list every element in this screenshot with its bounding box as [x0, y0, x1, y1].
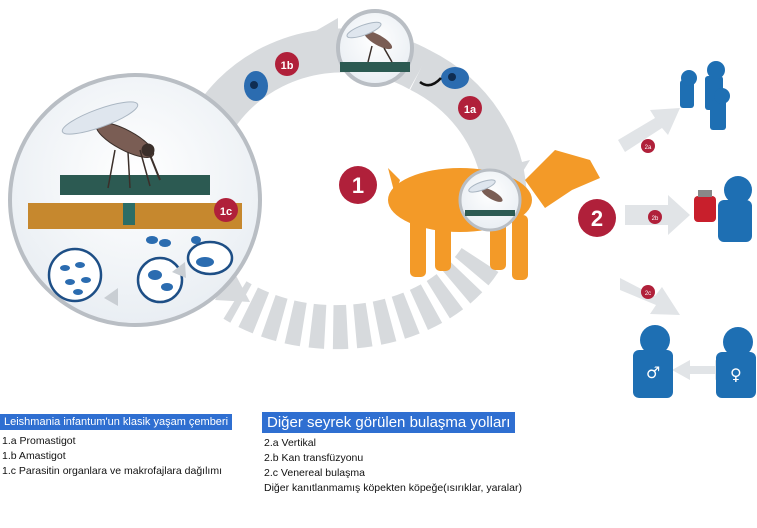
svg-text:♀: ♀: [730, 365, 742, 384]
svg-text:♂: ♂: [646, 363, 660, 382]
blue-dog-transfusion-icon: [718, 176, 752, 242]
other-routes-title: Diğer seyrek görülen bulaşma yolları: [262, 412, 515, 433]
svg-text:2b: 2b: [652, 216, 659, 222]
badge-2: 2: [578, 199, 616, 237]
legend-item-2c: 2.c Venereal bulaşma: [264, 466, 562, 481]
svg-text:1a: 1a: [464, 104, 477, 116]
legend-item-1a: 1.a Promastigot: [2, 434, 258, 449]
svg-text:1: 1: [352, 173, 364, 198]
legend-item-2b: 2.b Kan transfüzyonu: [264, 451, 562, 466]
legend-item-1c: 1.c Parasitin organlara ve makrofajlara …: [2, 464, 258, 479]
badge-1a: 1a: [458, 96, 482, 120]
legend-item-other: Diğer kanıtlanmamış köpekten köpeğe(ısır…: [264, 481, 544, 496]
classic-life-cycle-title: Leishmania infantum'un klasik yaşam çemb…: [0, 414, 232, 430]
blue-dog-male-icon: ♂: [633, 325, 673, 398]
badge-2c: 2c: [641, 285, 655, 299]
blue-dogs-vertical-icon: [680, 61, 730, 130]
blue-dog-female-icon: ♀: [716, 327, 756, 398]
amastigote-icon: [244, 71, 268, 101]
svg-text:2c: 2c: [645, 291, 651, 297]
svg-text:1c: 1c: [220, 206, 232, 218]
svg-text:1b: 1b: [281, 60, 294, 72]
blood-bag-icon: [694, 190, 716, 222]
badge-1: 1: [339, 166, 377, 204]
route-arrows: [618, 108, 733, 380]
badge-1c: 1c: [214, 198, 238, 222]
sandfly-lens-top: [338, 11, 412, 85]
transmission-diagram: ♂ ♀ 1 2 1a 1b 1c 2a 2b 2c: [0, 0, 757, 400]
badge-2a: 2a: [641, 139, 655, 153]
legend-item-2a: 2.a Vertikal: [264, 436, 562, 451]
badge-2b: 2b: [648, 210, 662, 224]
classic-life-cycle-panel: Leishmania infantum'un klasik yaşam çemb…: [0, 412, 258, 479]
legend-item-1b: 1.b Amastigot: [2, 449, 258, 464]
svg-text:2: 2: [591, 206, 603, 231]
sandfly-lens-dog: [460, 170, 520, 230]
svg-text:2a: 2a: [645, 145, 652, 151]
other-routes-panel: Diğer seyrek görülen bulaşma yolları 2.a…: [262, 412, 562, 496]
badge-1b: 1b: [275, 52, 299, 76]
